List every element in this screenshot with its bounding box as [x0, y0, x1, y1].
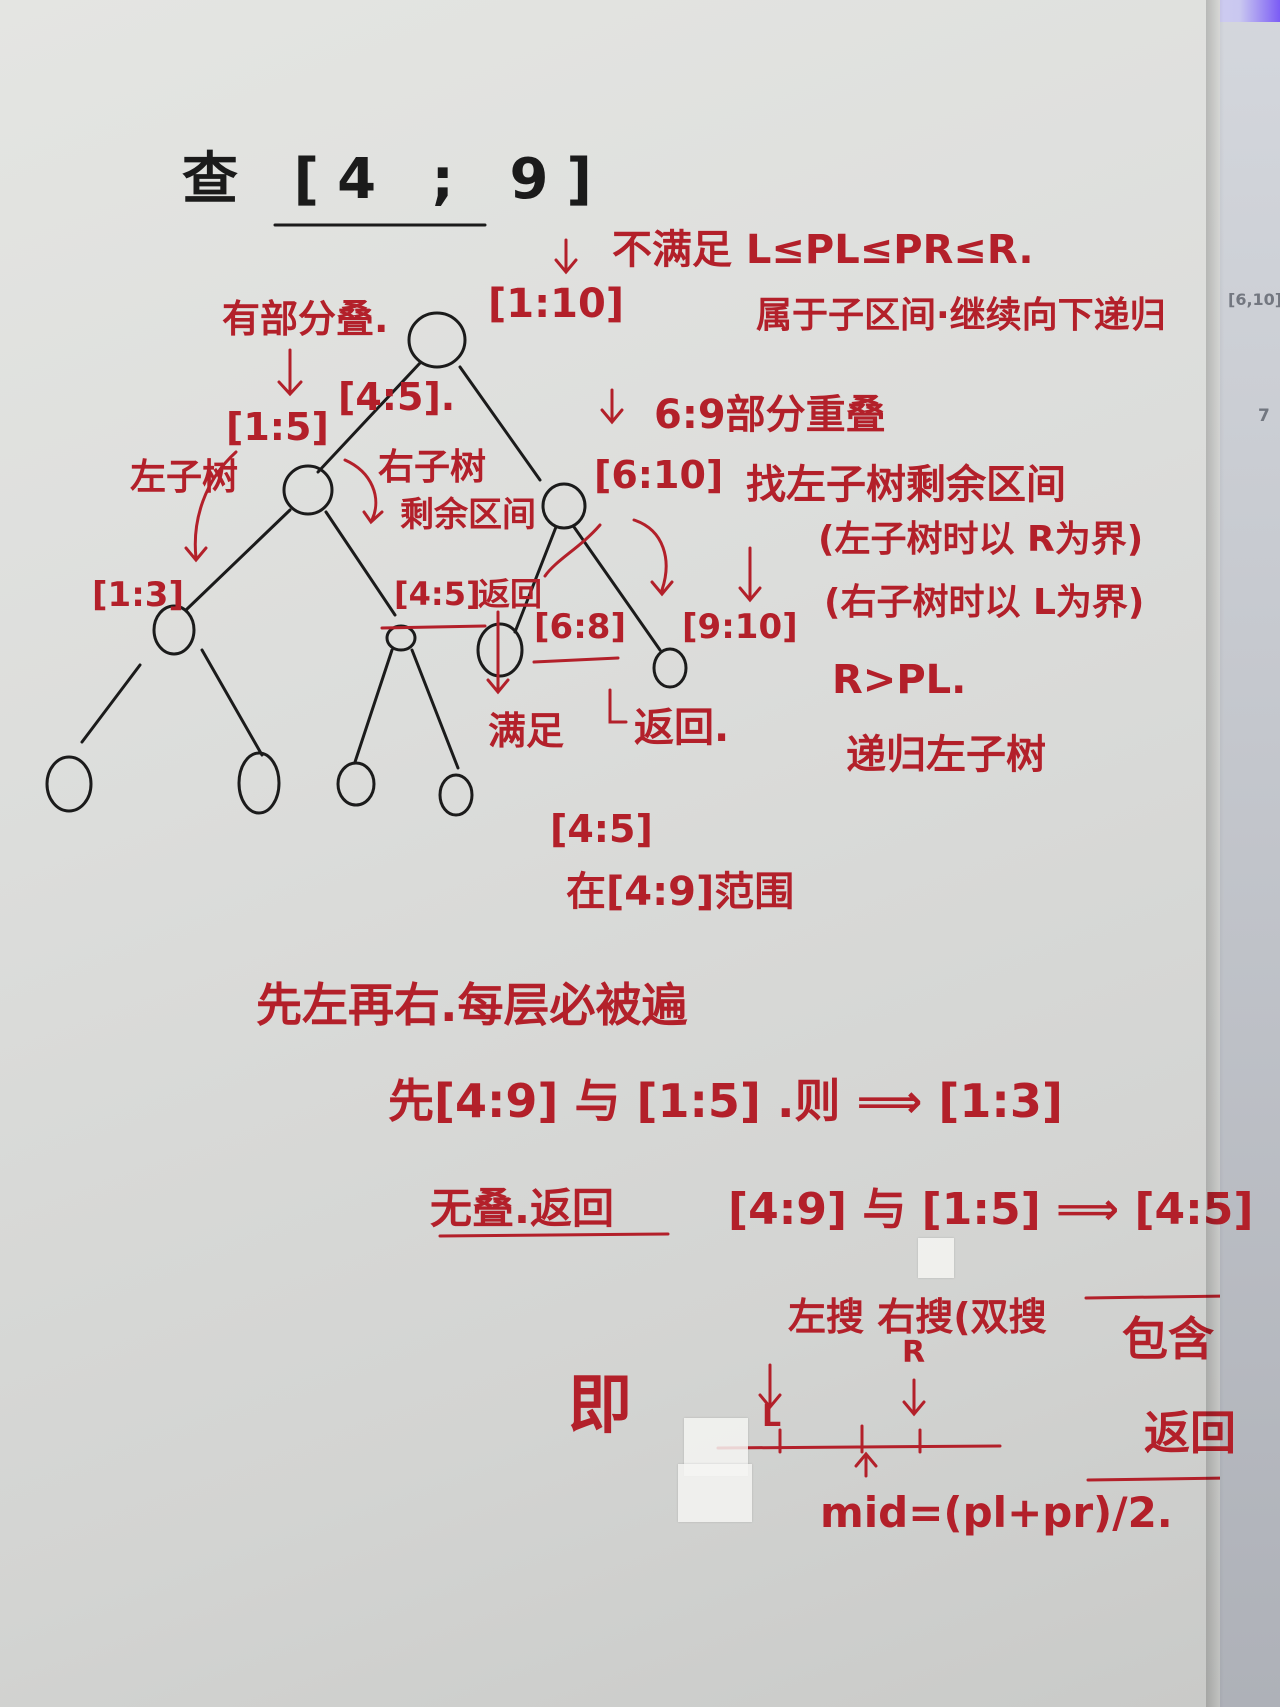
arrow-69 [600, 388, 624, 425]
edge-right-right [572, 525, 662, 652]
node-1-3 [152, 604, 196, 656]
arrow-l [758, 1363, 782, 1410]
contain-note: 包含 [1122, 1312, 1214, 1366]
leaf-1 [45, 755, 93, 813]
label-9-10: [9:10] [682, 607, 798, 647]
right-node [541, 482, 587, 530]
edge-left-right [324, 510, 397, 617]
recurse-left-note: 递归左子树 [846, 732, 1046, 778]
leaf-4 [438, 773, 474, 817]
edge-45-left [353, 648, 394, 764]
node-9-10 [652, 647, 688, 689]
order-note: 先左再右.每层必被遍 [256, 978, 688, 1032]
arrow-68 [486, 610, 510, 695]
returned-note: 返回. [634, 705, 730, 751]
root-note-2: 属于子区间·继续向下递归 [756, 295, 1166, 336]
root-node [407, 311, 467, 369]
arrow-partial [277, 348, 303, 397]
r-mark: R [902, 1335, 926, 1370]
satisfied-note: 满足 [488, 709, 565, 753]
partial-overlap-note: 有部分叠. [222, 297, 389, 341]
edge-45-right [410, 648, 460, 770]
in-range-note: 在[4:9]范围 [566, 869, 795, 915]
tree-sketch [45, 223, 688, 817]
edge-13-left [80, 663, 142, 744]
leaf-2 [237, 751, 281, 815]
root-note: 不满足 L≤PL≤PR≤R. [612, 227, 1034, 273]
arrow-mid [854, 1451, 878, 1478]
right-range: [6:10] [594, 453, 724, 497]
left-bound-note: (左子树时以 R为界) [818, 519, 1144, 560]
arrow-910 [738, 546, 762, 603]
arrow-right-subtree [343, 458, 384, 525]
ji-note: 即 [568, 1369, 632, 1443]
left-tree-label: 左子树 [130, 457, 239, 498]
find-left-note: 找左子树剩余区间 [746, 462, 1066, 508]
edge-root-left [316, 361, 422, 474]
no-overlap-note: 无叠.返回 [430, 1184, 614, 1233]
red-annotations [184, 238, 1220, 1482]
line-contain-bottom [1086, 1476, 1220, 1482]
right-bound-note: (右子树时以 L为界) [824, 582, 1145, 623]
line-first: 先[4:9] 与 [1:5] .则 ⟹ [1:3] [388, 1074, 1063, 1128]
label-1-3: [1:3] [92, 575, 184, 615]
label-return: 返回 [478, 575, 543, 613]
tape-patch [918, 1238, 954, 1278]
arrow-left-tree [184, 450, 238, 563]
arrow-right-remain [632, 518, 674, 597]
label-4-5: [4:5] [394, 575, 481, 613]
r-gt-pl: R>PL. [832, 657, 967, 703]
side-range-text: [6,10] [1228, 290, 1280, 309]
label-6-8: [6:8] [534, 607, 626, 647]
underline-no-overlap [438, 1232, 670, 1238]
edge-left-left [184, 508, 292, 612]
right-subtree-note-2: 剩余区间 [400, 495, 536, 535]
side-node-label: 7 [1258, 406, 1270, 426]
left-node [282, 464, 334, 516]
arrow-return [543, 523, 602, 578]
search-note: 左搜 右搜(双搜 [788, 1295, 1047, 1339]
line-contain-top [1084, 1294, 1220, 1300]
node-6-8 [476, 622, 524, 678]
root-range: [1:10] [488, 281, 625, 327]
arrow-returned [608, 688, 628, 724]
right-subtree-note: 右子树 [378, 447, 487, 488]
number-line [716, 1444, 1002, 1450]
right-range-note: 6:9部分重叠 [654, 392, 886, 438]
arrow-r [902, 1378, 926, 1417]
arrow-root-note [554, 238, 578, 275]
line-45 [380, 624, 487, 630]
edge-13-right [200, 648, 264, 757]
hit-4-5: [4:5] [550, 807, 653, 851]
leaf-3 [336, 761, 376, 807]
ink-drawing [45, 223, 1220, 1482]
notebook-page: 查 [4 ; 9] [1:10] 不满足 L≤PL≤PR≤R. 属于子区间·继续… [0, 0, 1254, 1707]
page-edge-shadow [1206, 0, 1224, 1707]
l-mark: L [762, 1399, 782, 1434]
line-second: [4:9] 与 [1:5] ⟹ [4:5] [728, 1184, 1254, 1235]
left-hit: [4:5]. [338, 375, 456, 419]
tape-patch [678, 1464, 752, 1522]
page-title: 查 [4 ; 9] [182, 147, 610, 212]
edge-right-left [513, 525, 558, 634]
node-4-5 [385, 624, 417, 652]
line-68 [532, 656, 620, 664]
edge-root-right [458, 365, 542, 482]
left-range: [1:5] [226, 405, 329, 449]
contain-return-note: 返回 [1144, 1406, 1236, 1460]
mid-formula: mid=(pl+pr)/2. [820, 1488, 1173, 1537]
